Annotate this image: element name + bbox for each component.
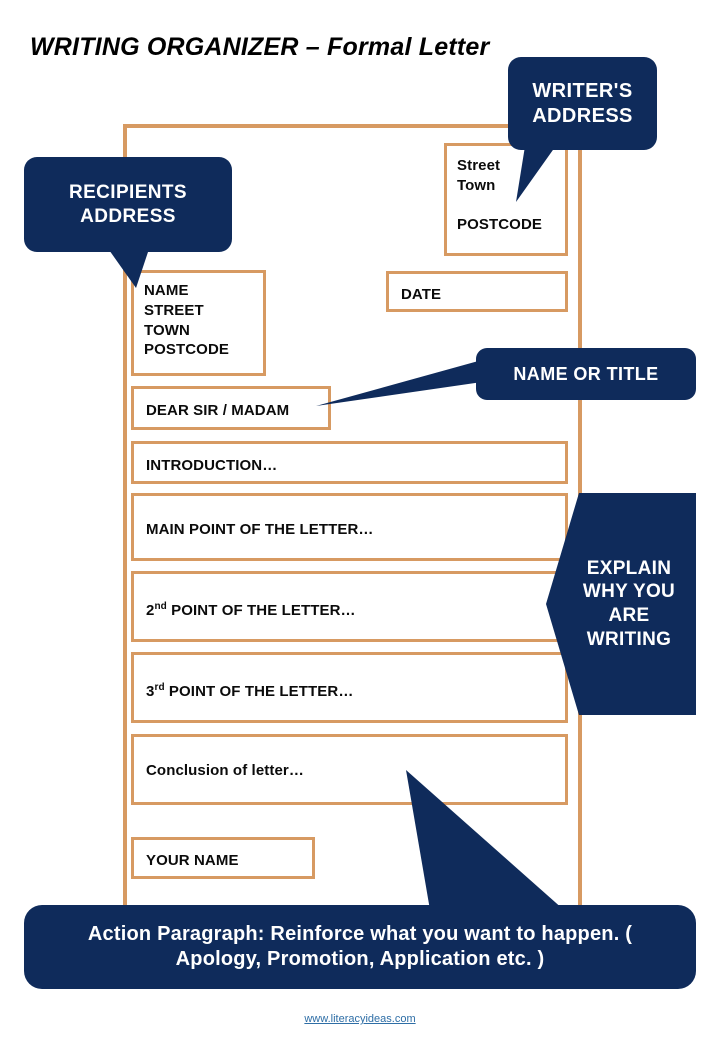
action-paragraph-callout[interactable]: Action Paragraph: Reinforce what you wan…	[24, 905, 696, 989]
writer-address-callout-label: WRITER'S ADDRESS	[532, 79, 633, 127]
third-point-ordinal-suffix: rd	[154, 682, 165, 693]
second-point-box[interactable]: 2nd POINT OF THE LETTER…	[131, 571, 568, 642]
action-paragraph-callout-label: Action Paragraph: Reinforce what you wan…	[87, 923, 633, 970]
introduction-box[interactable]: INTRODUCTION…	[131, 441, 568, 484]
third-point-text: 3rd POINT OF THE LETTER…	[146, 681, 353, 702]
recipient-address-box[interactable]: NAME STREET TOWN POSTCODE	[131, 270, 266, 376]
your-name-box[interactable]: YOUR NAME	[131, 837, 315, 879]
conclusion-text: Conclusion of letter…	[146, 762, 304, 779]
third-point-box[interactable]: 3rd POINT OF THE LETTER…	[131, 652, 568, 723]
source-website-link[interactable]: www.literacyideas.com	[304, 1013, 416, 1025]
your-name-text: YOUR NAME	[146, 852, 239, 869]
writer-address-text: Street Town POSTCODE	[457, 157, 542, 234]
second-point-text: 2nd POINT OF THE LETTER…	[146, 600, 356, 621]
second-point-rest: POINT OF THE LETTER…	[166, 602, 356, 619]
explain-why-callout-label: EXPLAIN WHY YOU ARE WRITING	[582, 557, 676, 650]
salutation-box[interactable]: DEAR SIR / MADAM	[131, 386, 331, 430]
third-point-rest: POINT OF THE LETTER…	[164, 683, 354, 700]
conclusion-box[interactable]: Conclusion of letter…	[131, 734, 568, 805]
letter-frame-left-rail	[123, 124, 127, 906]
action-paragraph-callout-tail	[406, 770, 564, 910]
salutation-text: DEAR SIR / MADAM	[146, 402, 290, 419]
explain-why-callout[interactable]: EXPLAIN WHY YOU ARE WRITING	[546, 493, 696, 715]
second-point-ordinal-suffix: nd	[154, 601, 167, 612]
main-point-box[interactable]: MAIN POINT OF THE LETTER…	[131, 493, 568, 561]
recipients-address-callout-tail	[102, 240, 152, 288]
name-or-title-callout[interactable]: NAME OR TITLE	[476, 348, 696, 400]
recipients-address-callout[interactable]: RECIPIENTS ADDRESS	[24, 157, 232, 252]
page-title: WRITING ORGANIZER – Formal Letter	[30, 33, 490, 61]
date-box[interactable]: DATE	[386, 271, 568, 312]
main-point-text: MAIN POINT OF THE LETTER…	[146, 521, 374, 538]
date-text: DATE	[401, 286, 442, 303]
recipient-address-text: NAME STREET TOWN POSTCODE	[144, 282, 229, 359]
introduction-text: INTRODUCTION…	[146, 457, 278, 474]
letter-frame-top-rail	[123, 124, 582, 128]
third-point-number: 3	[146, 683, 155, 700]
recipients-address-callout-label: RECIPIENTS ADDRESS	[68, 181, 188, 227]
second-point-number: 2	[146, 602, 155, 619]
name-or-title-callout-label: NAME OR TITLE	[513, 363, 659, 384]
name-or-title-callout-tail	[316, 360, 482, 406]
writer-address-callout-tail	[516, 140, 560, 202]
writer-address-callout[interactable]: WRITER'S ADDRESS	[508, 57, 657, 150]
writer-address-box[interactable]: Street Town POSTCODE	[444, 143, 568, 256]
